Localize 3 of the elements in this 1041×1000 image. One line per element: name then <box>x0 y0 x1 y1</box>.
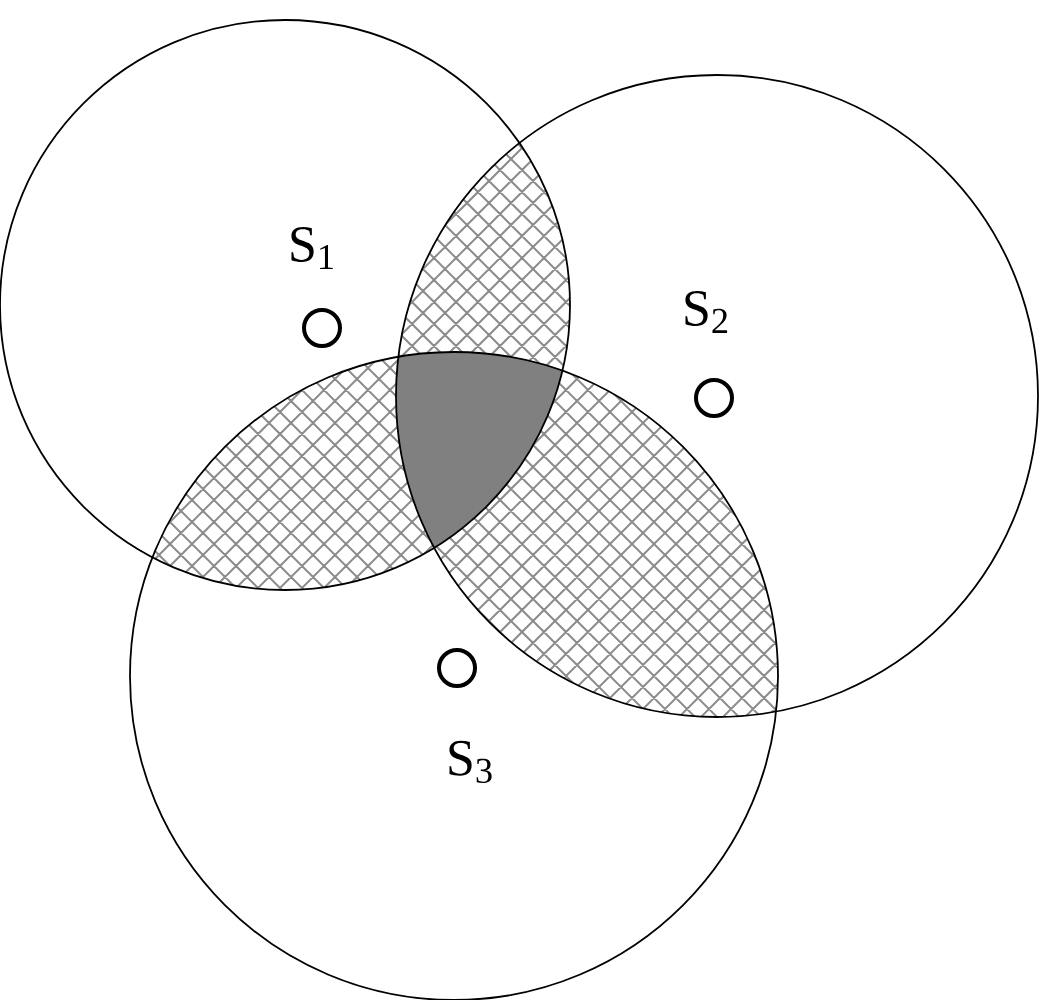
label: S$_{3}$ <box>449 740 492 784</box>
label: S$_{1}$ <box>291 227 333 269</box>
label: S$_{2}$ <box>685 291 728 333</box>
